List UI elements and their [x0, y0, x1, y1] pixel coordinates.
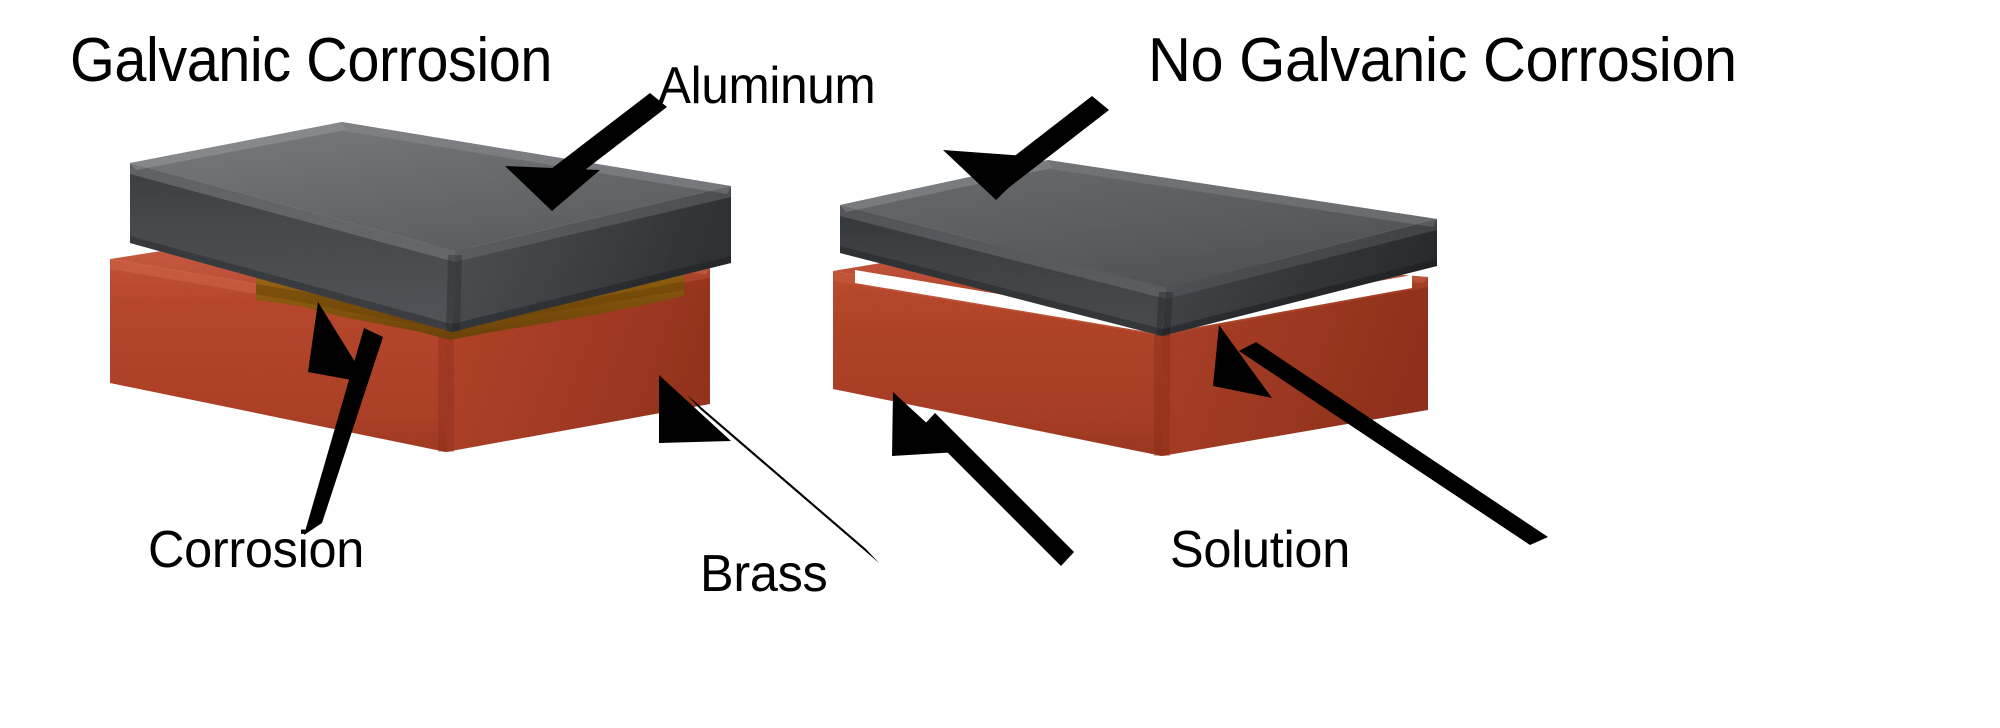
arrow-to-aluminum-left — [505, 93, 667, 211]
arrow-to-brass-right — [892, 392, 1074, 566]
arrow-to-solution — [1213, 325, 1548, 545]
arrow-to-corrosion — [304, 302, 383, 535]
arrow-to-aluminum-right — [943, 96, 1109, 200]
label-corrosion: Corrosion — [148, 521, 365, 579]
aluminum-block-left — [130, 122, 731, 332]
page-title-right: No Galvanic Corrosion — [1148, 26, 1737, 95]
arrow-to-brass — [659, 375, 879, 563]
left-panel-blocks — [110, 122, 731, 452]
label-aluminum: Aluminum — [658, 57, 876, 115]
label-brass: Brass — [700, 545, 828, 603]
arrow-group — [304, 93, 1548, 566]
page-title-left: Galvanic Corrosion — [70, 26, 552, 95]
label-solution: Solution — [1170, 521, 1350, 579]
